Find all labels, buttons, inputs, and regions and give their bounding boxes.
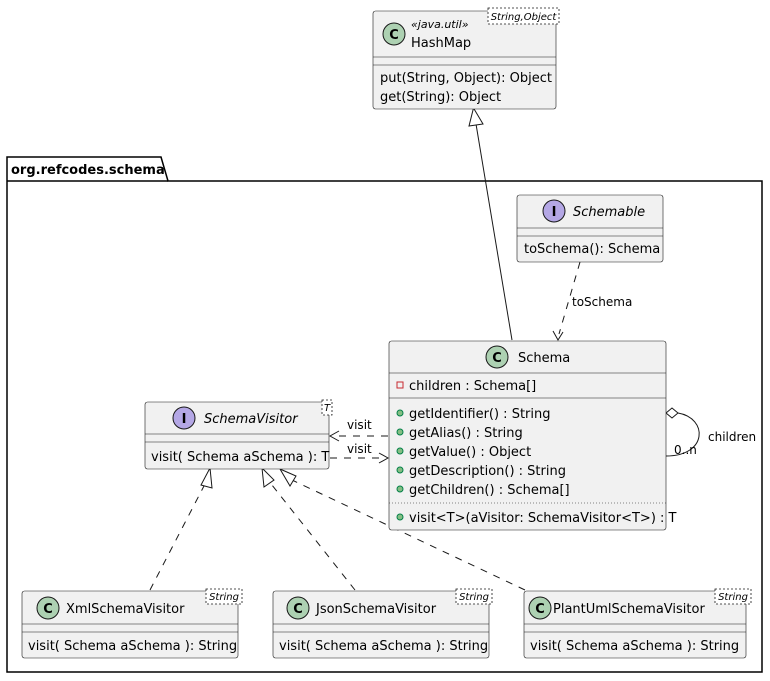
jsonvisitor-name: JsonSchemaVisitor bbox=[315, 602, 437, 617]
xmlvisitor-type-param: String bbox=[209, 592, 239, 603]
plantumlvisitor-type-param: String bbox=[718, 592, 748, 603]
generalization-arrowhead bbox=[468, 106, 484, 127]
schema-method: getIdentifier() : String bbox=[409, 407, 551, 422]
schema-method: getDescription() : String bbox=[409, 464, 566, 479]
jsonvisitor-box bbox=[272, 590, 490, 659]
hashmap-box bbox=[372, 10, 557, 110]
schema-method: getAlias() : String bbox=[409, 426, 523, 441]
plantumlvisitor-name: PlantUmlSchemaVisitor bbox=[553, 602, 705, 617]
label-toschema: toSchema bbox=[572, 295, 632, 309]
xmlvisitor-kind: C bbox=[43, 602, 53, 617]
relations: toSchema visit visit children 0..n bbox=[149, 106, 756, 591]
hashmap-method: put(String, Object): Object bbox=[380, 71, 552, 86]
interface-schemavisitor: I SchemaVisitor T visit( Schema aSchema … bbox=[144, 399, 333, 470]
private-field-icon bbox=[396, 381, 404, 389]
label-visit-right: visit bbox=[347, 442, 372, 456]
package-org-refcodes-schema: org.refcodes.schema bbox=[6, 156, 763, 673]
schemable-kind: I bbox=[552, 205, 557, 220]
hashmap-stereotype: «java.util» bbox=[411, 18, 469, 31]
xmlvisitor-name: XmlSchemaVisitor bbox=[66, 602, 185, 617]
class-badge-icon bbox=[382, 22, 406, 46]
plantumlvisitor-kind: C bbox=[535, 602, 545, 617]
public-method-icon bbox=[396, 428, 404, 436]
realization-xml bbox=[149, 483, 206, 591]
xmlvisitor-box bbox=[21, 590, 239, 659]
jsonvisitor-method: visit( Schema aSchema ): String bbox=[279, 639, 488, 654]
schemable-name: Schemable bbox=[573, 205, 645, 220]
label-visit-left: visit bbox=[347, 418, 372, 432]
generalization-schema-hashmap bbox=[475, 123, 513, 341]
interface-badge-icon bbox=[542, 199, 566, 223]
dependency-toschema bbox=[558, 261, 581, 335]
jsonvisitor-kind: C bbox=[293, 602, 303, 617]
schema-box bbox=[388, 340, 667, 531]
interface-schemable: I Schemable toSchema(): Schema bbox=[516, 194, 664, 263]
public-method-icon bbox=[396, 447, 404, 455]
jsonvisitor-type-param: String bbox=[459, 592, 489, 603]
class-jsonschemavisitor: C JsonSchemaVisitor String visit( Schema… bbox=[272, 588, 493, 659]
xmlvisitor-type-param-box bbox=[205, 588, 243, 605]
realization-plantuml-arrowhead bbox=[278, 467, 297, 487]
label-children: children bbox=[708, 430, 756, 444]
dependency-visit-right-arrowhead bbox=[378, 452, 390, 464]
schemavisitor-name: SchemaVisitor bbox=[204, 412, 299, 427]
public-method-icon bbox=[396, 409, 404, 417]
class-badge-icon bbox=[485, 345, 509, 369]
dependency-visit-left-arrowhead bbox=[328, 430, 340, 442]
schema-method: getChildren() : Schema[] bbox=[409, 483, 570, 498]
interface-badge-icon bbox=[172, 406, 196, 430]
hashmap-type-param-box bbox=[487, 7, 560, 25]
class-badge-icon bbox=[528, 596, 552, 620]
schema-method: visit<T>(aVisitor: SchemaVisitor<T>) : T bbox=[409, 511, 677, 526]
dependency-toschema-arrowhead bbox=[552, 330, 564, 341]
class-plantumlschemavisitor: C PlantUmlSchemaVisitor String visit( Sc… bbox=[523, 588, 752, 659]
plantumlvisitor-box bbox=[523, 590, 747, 659]
aggregation-diamond bbox=[665, 407, 679, 419]
class-badge-icon bbox=[36, 596, 60, 620]
realization-json bbox=[267, 479, 356, 591]
hashmap-kind: C bbox=[389, 28, 399, 43]
schema-field: children : Schema[] bbox=[409, 379, 536, 394]
aggregation-children bbox=[665, 412, 700, 457]
class-hashmap: C «java.util» HashMap String,Object put(… bbox=[372, 7, 560, 110]
hashmap-method: get(String): Object bbox=[380, 90, 501, 105]
package-frame bbox=[6, 156, 763, 673]
realization-json-arrowhead bbox=[261, 466, 275, 488]
public-method-icon bbox=[396, 485, 404, 493]
class-badge-icon bbox=[286, 596, 310, 620]
label-multiplicity: 0..n bbox=[674, 443, 697, 457]
schema-method: getValue() : Object bbox=[409, 445, 531, 460]
realization-xml-arrowhead bbox=[200, 466, 213, 489]
schema-kind: C bbox=[492, 351, 502, 366]
public-method-icon bbox=[396, 466, 404, 474]
schema-name: Schema bbox=[518, 351, 570, 366]
plantumlvisitor-type-param-box bbox=[714, 588, 752, 605]
jsonvisitor-type-param-box bbox=[455, 588, 493, 605]
schemable-method: toSchema(): Schema bbox=[524, 242, 660, 257]
plantumlvisitor-method: visit( Schema aSchema ): String bbox=[530, 639, 739, 654]
public-method-icon bbox=[396, 513, 404, 521]
class-xmlschemavisitor: C XmlSchemaVisitor String visit( Schema … bbox=[21, 588, 243, 659]
realization-plantuml bbox=[291, 479, 526, 591]
class-schema: C Schema children : Schema[] getIdentifi… bbox=[388, 340, 677, 531]
schemavisitor-method: visit( Schema aSchema ): T bbox=[151, 450, 329, 465]
schemavisitor-type-param-box bbox=[321, 399, 333, 416]
schemavisitor-kind: I bbox=[182, 412, 187, 427]
xmlvisitor-method: visit( Schema aSchema ): String bbox=[28, 639, 237, 654]
hashmap-name: HashMap bbox=[411, 36, 471, 51]
hashmap-type-param: String,Object bbox=[491, 12, 558, 23]
package-name: org.refcodes.schema bbox=[11, 163, 165, 178]
schemavisitor-type-param: T bbox=[324, 403, 331, 414]
